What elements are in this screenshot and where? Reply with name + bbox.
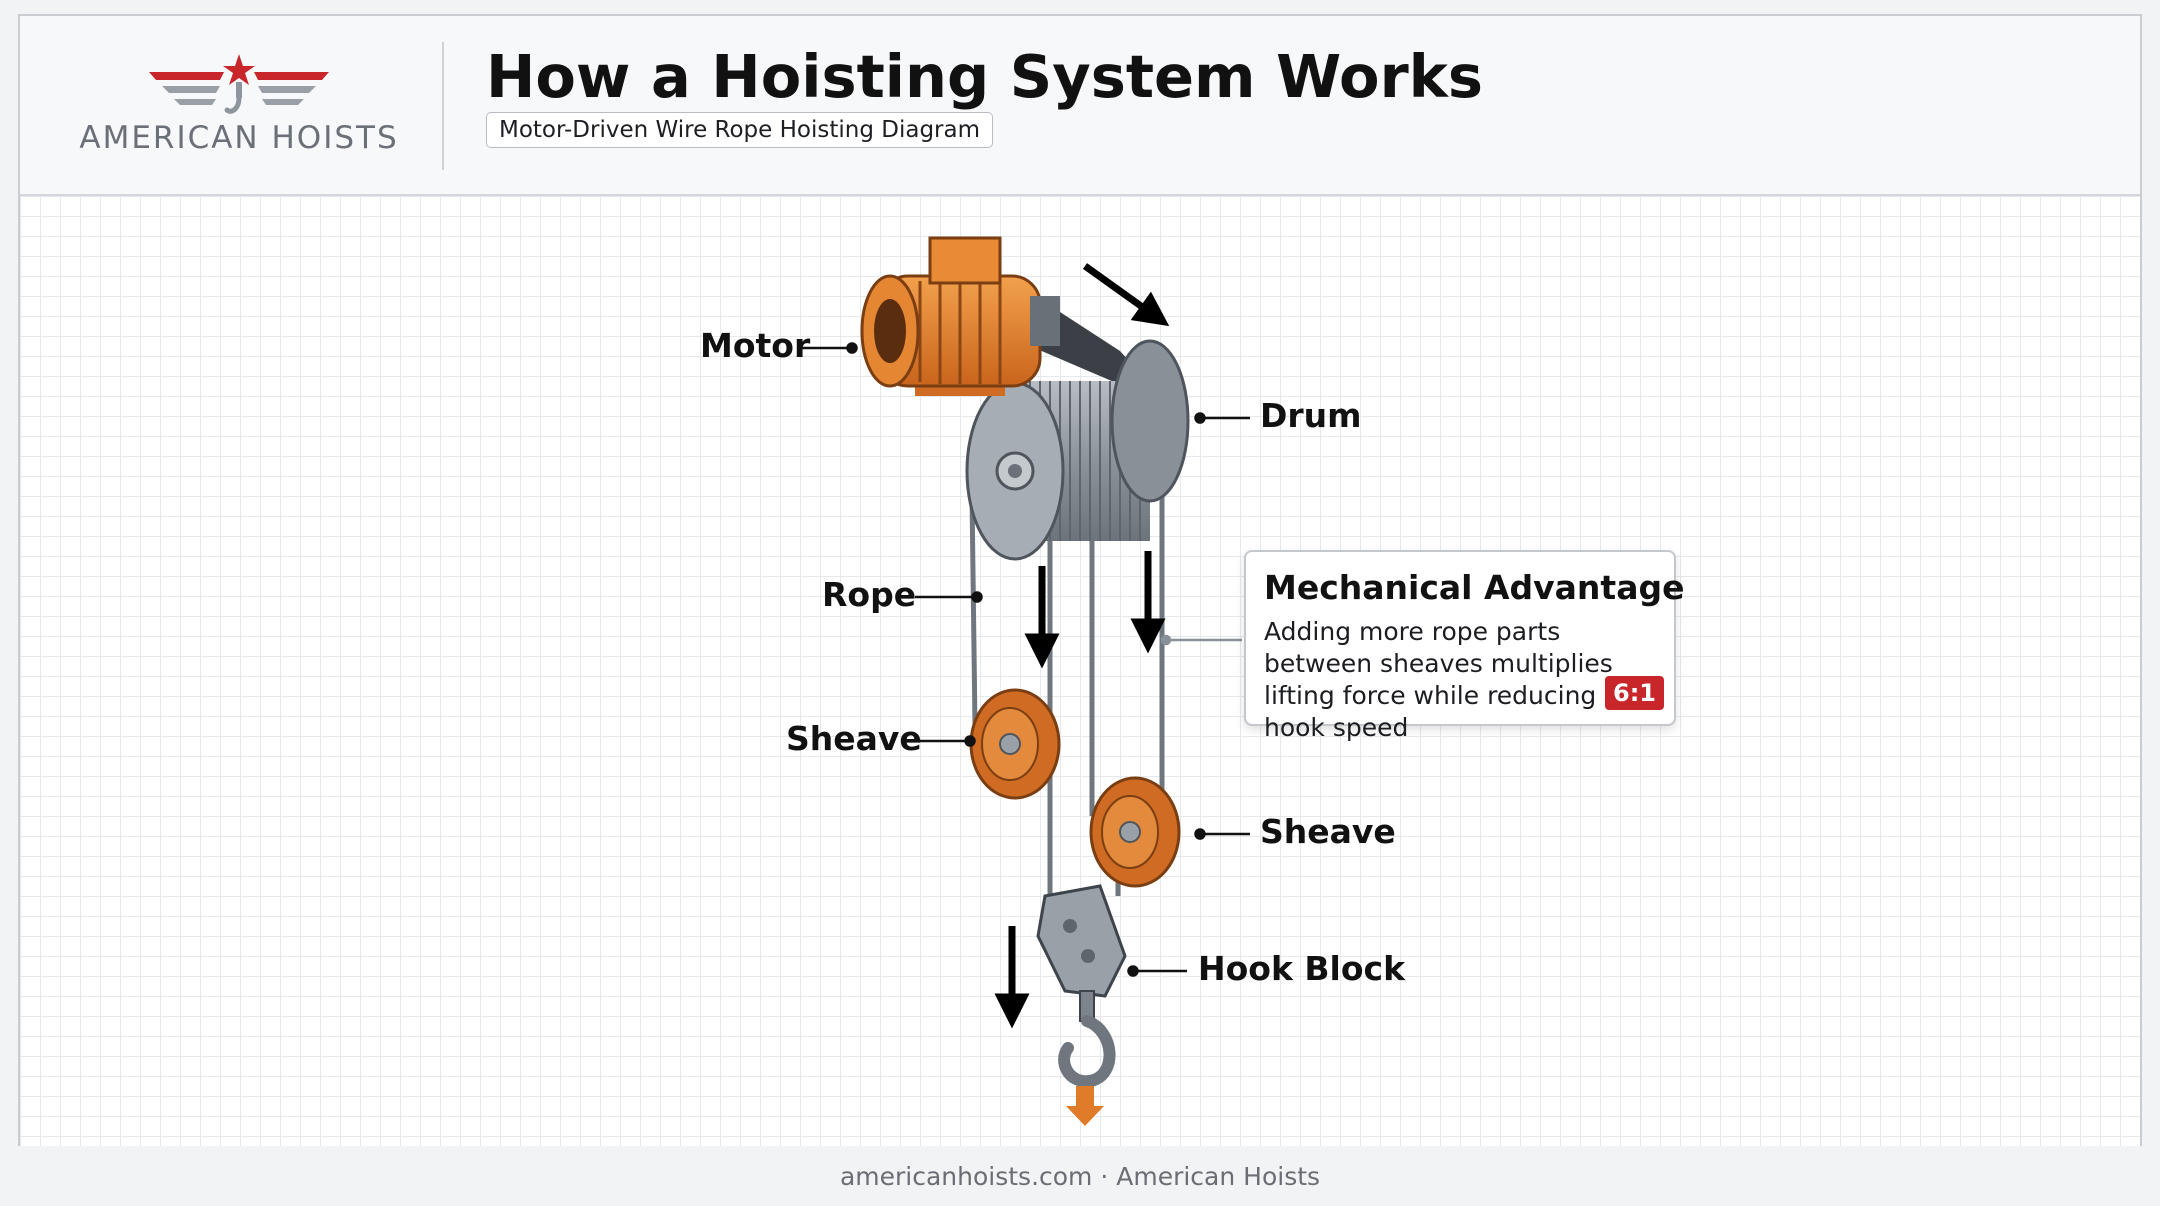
page-title: How a Hoisting System Works	[486, 42, 1484, 111]
ratio-badge: 6:1	[1605, 676, 1664, 710]
hoist-illustration	[802, 236, 1250, 1126]
drum	[965, 339, 1190, 561]
sheave-right	[1089, 776, 1181, 888]
label-hook-block: Hook Block	[1198, 949, 1406, 988]
mechanical-advantage-callout: Mechanical Advantage Adding more rope pa…	[1244, 550, 1684, 742]
label-drum: Drum	[1260, 396, 1362, 435]
load-direction-arrow-icon	[1066, 1086, 1104, 1126]
label-motor: Motor	[700, 326, 811, 365]
sheave-left	[969, 688, 1061, 800]
label-sheave-right: Sheave	[1260, 812, 1396, 851]
motor	[860, 236, 1060, 396]
header-divider	[442, 42, 444, 170]
brand-logo	[74, 36, 404, 176]
page-subtitle: Motor-Driven Wire Rope Hoisting Diagram	[486, 112, 994, 148]
callout-body: Adding more rope parts between sheaves m…	[1264, 617, 1613, 742]
diagram-frame: AMERICAN HOISTS How a Hoisting System Wo…	[18, 14, 2142, 1146]
callout-title: Mechanical Advantage	[1264, 568, 1685, 607]
winged-hook-logo-icon	[149, 54, 329, 114]
hook-block	[1036, 884, 1127, 1088]
direction-arrow-icon	[994, 263, 1170, 1029]
diagram-canvas: Motor Drum Rope Sheave Sheave Hook Block…	[20, 196, 2140, 1146]
label-sheave-left: Sheave	[786, 719, 922, 758]
label-rope: Rope	[822, 575, 917, 614]
leader-lines	[802, 342, 1250, 977]
brand-name: AMERICAN HOISTS	[79, 120, 399, 156]
header: AMERICAN HOISTS How a Hoisting System Wo…	[20, 16, 2140, 196]
footer[interactable]: americanhoists.com · American Hoists	[839, 1162, 1321, 1191]
